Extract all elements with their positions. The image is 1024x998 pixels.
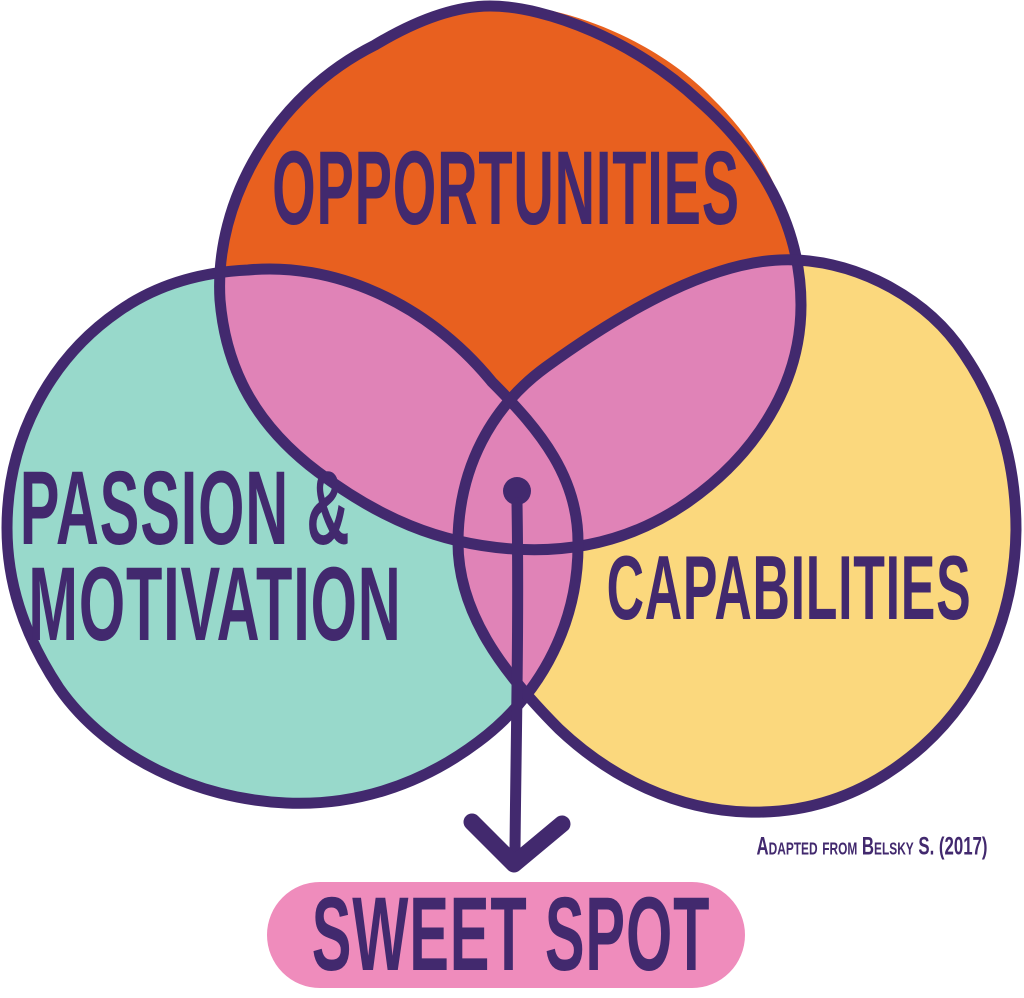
- circle-opportunities-outline: [214, 0, 807, 556]
- arrow-shaft: [509, 497, 524, 856]
- attribution-text: Adapted from Belsky S. (2017): [756, 832, 988, 861]
- passion-motivation-label-line2: MOTIVATION: [28, 545, 402, 663]
- arrow-head: [463, 813, 571, 873]
- sweet-spot-label: SWEET SPOT: [311, 875, 711, 993]
- circle-passion-outline: [1, 263, 584, 809]
- passion-motivation-label-line1: PASSION &: [19, 449, 351, 567]
- opportunities-label: OPPORTUNITIES: [272, 129, 740, 247]
- capabilities-label: CAPABILITIES: [606, 537, 972, 639]
- sweet-spot-pill: [267, 882, 745, 988]
- center-dot: [503, 477, 531, 505]
- circle-capabilities-outline: [452, 254, 1022, 818]
